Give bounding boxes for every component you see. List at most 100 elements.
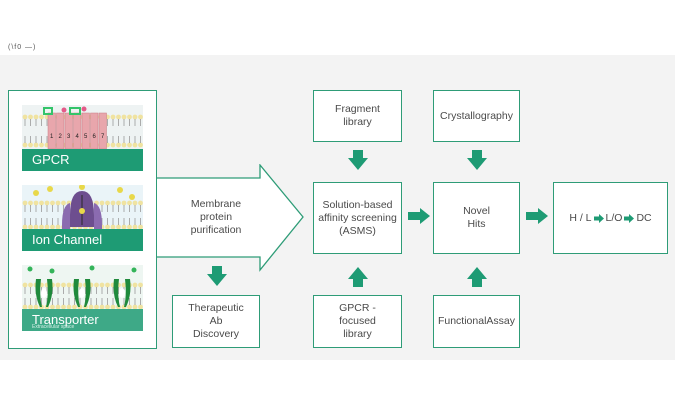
lipid-head — [22, 142, 28, 148]
lipid-head — [127, 114, 132, 120]
fragment-library-box: Fragment library — [313, 90, 402, 142]
gpcr-helix — [56, 112, 65, 150]
lipid-head — [105, 304, 110, 310]
hit-to-lead-box: H / L L/O DC — [553, 182, 668, 254]
lipid-head — [28, 114, 33, 120]
transporter-protein — [73, 279, 91, 307]
lipid-head — [39, 224, 44, 230]
lipid-head — [94, 304, 99, 310]
lipid-head — [22, 200, 28, 206]
functional-assay-box: FunctionalAssay — [433, 295, 520, 348]
gpcr-helix-number: 3 — [67, 134, 71, 140]
lipid-head — [105, 224, 110, 230]
lipid-head — [132, 114, 138, 120]
small-arrow-1 — [593, 213, 604, 223]
gpcr-helix-number: 5 — [84, 134, 88, 140]
transporter-card: Transporter Extracellular space — [22, 265, 143, 331]
lipid-head — [33, 114, 39, 120]
lipid-head — [99, 282, 105, 288]
lipid-head — [110, 200, 116, 206]
lipid-head — [77, 282, 83, 288]
lipid-head — [99, 304, 105, 310]
transporter-caption: Extracellular space — [32, 324, 75, 330]
hit-to-lead-sequence: H / L L/O DC — [569, 212, 651, 225]
lipid-head — [121, 282, 127, 288]
lipid-head — [121, 142, 127, 148]
up-arrow-functional-assay — [467, 267, 487, 287]
gpcr-helix-number: 2 — [59, 134, 63, 140]
lipid-head — [55, 200, 61, 206]
lipid-head — [110, 142, 116, 148]
lipid-head — [110, 114, 116, 120]
lipid-head — [28, 282, 33, 288]
right-arrow-asms — [408, 208, 430, 224]
lipid-head — [138, 114, 143, 120]
purification-label: Membrane protein purification — [190, 198, 242, 236]
lipid-head — [39, 114, 44, 120]
asms-label: Solution-based affinity screening (ASMS) — [318, 198, 397, 237]
lipid-head — [105, 282, 110, 288]
purification-arrow — [157, 164, 304, 272]
lipid-head — [61, 200, 66, 206]
gpcr-helix-number: 6 — [93, 134, 97, 140]
lipid-head — [61, 282, 66, 288]
up-arrow-gpcr-library — [348, 267, 368, 287]
lipid-head — [72, 304, 77, 310]
lipid-head — [28, 142, 33, 148]
crystallography-box: Crystallography — [433, 90, 520, 142]
transporter-label: Transporter — [22, 309, 143, 331]
fragment-library-label: Fragment library — [335, 103, 380, 128]
header-fragment: (\f0 —) — [8, 44, 37, 51]
down-arrow-therapeutic — [207, 266, 227, 286]
lipid-head — [132, 142, 138, 148]
lipid-head — [50, 224, 55, 230]
novel-hits-label: Novel Hits — [463, 205, 490, 230]
lipid-head — [132, 200, 138, 206]
lipid-head — [138, 224, 143, 230]
ion-channel-card: Ion Channel — [22, 185, 143, 251]
lipid-head — [28, 304, 33, 310]
gpcr-label: GPCR — [22, 149, 143, 171]
gpcr-helix-number: 4 — [76, 134, 80, 140]
crystallography-label: Crystallography — [440, 109, 513, 122]
lipid-head — [138, 304, 143, 310]
lipid-head — [138, 282, 143, 288]
gpcr-helix — [73, 112, 82, 150]
asms-box: Solution-based affinity screening (ASMS) — [313, 182, 402, 254]
down-arrow-fragment — [348, 150, 368, 170]
lipid-head — [39, 200, 44, 206]
lipid-head — [121, 200, 127, 206]
lipid-head — [22, 282, 28, 288]
lipid-head — [55, 224, 61, 230]
small-arrow-2 — [624, 213, 635, 223]
lipid-head — [50, 304, 55, 310]
transporter-cavity — [119, 288, 125, 298]
lipid-head — [33, 200, 39, 206]
lipid-head — [44, 224, 50, 230]
lipid-head — [33, 304, 39, 310]
lipid-head — [66, 282, 72, 288]
lipid-head — [28, 200, 33, 206]
lipid-head — [138, 142, 143, 148]
novel-hits-box: Novel Hits — [433, 182, 520, 254]
lipid-head — [22, 114, 28, 120]
ion-channel-illustration — [22, 185, 143, 230]
lipid-head — [44, 200, 50, 206]
lipid-head — [55, 304, 61, 310]
lipid-head — [88, 304, 94, 310]
transporter-cavity — [79, 288, 85, 298]
lipid-head — [121, 224, 127, 230]
gpcr-helix — [64, 112, 73, 150]
lipid-head — [110, 224, 116, 230]
lipid-head — [50, 200, 55, 206]
lipid-head — [132, 282, 138, 288]
transporter-protein — [113, 279, 131, 307]
lipid-head — [61, 304, 66, 310]
lipid-head — [33, 224, 39, 230]
gpcr-helix — [81, 112, 90, 150]
functional-assay-label: FunctionalAssay — [437, 315, 516, 327]
ion-channel-label: Ion Channel — [22, 229, 143, 251]
lipid-head — [28, 224, 33, 230]
